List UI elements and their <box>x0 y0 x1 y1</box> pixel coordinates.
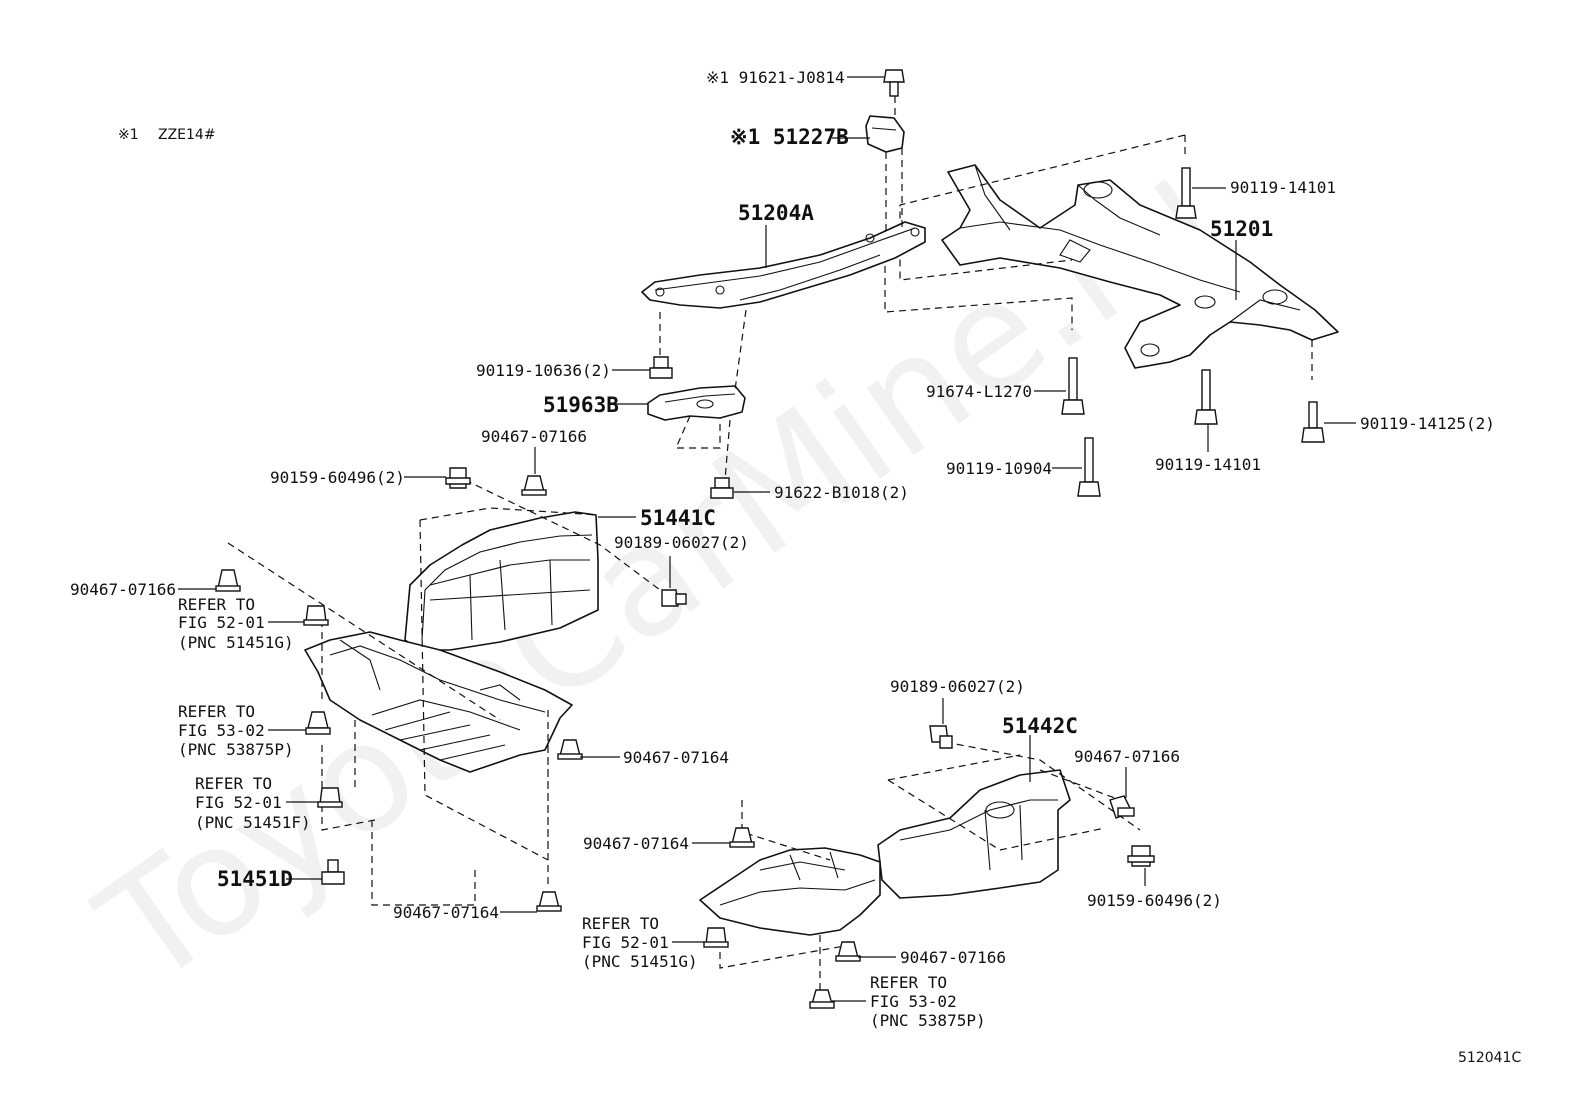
label-90467-07164-f: 90467-07164 <box>583 834 689 853</box>
refer-note-2-line1: REFER TO <box>178 702 255 721</box>
note-text: ZZE14# <box>158 127 216 143</box>
engine-under-cover-51441C[interactable] <box>404 511 599 651</box>
refer-note-2: REFER TO FIG 53-02 (PNC 53875P) <box>178 702 294 759</box>
bolt-90119-14101-top[interactable] <box>1175 167 1197 219</box>
bolt-51451D[interactable] <box>321 859 345 885</box>
refer-note-4: REFER TO FIG 52-01 (PNC 51451G) <box>582 914 698 971</box>
clip-90467-07166-a[interactable] <box>521 475 547 496</box>
label-51963B: 51963B <box>543 393 619 417</box>
refer-note-4-line2: FIG 52-01 <box>582 933 669 952</box>
label-90159-60496-a: 90159-60496(2) <box>270 468 405 487</box>
figure-code: 512041C <box>1458 1050 1521 1066</box>
clip-ref-51451G-left[interactable] <box>303 605 329 626</box>
label-90119-10904: 90119-10904 <box>946 459 1052 478</box>
clip-ref-53875P-right[interactable] <box>809 989 835 1009</box>
clip-90467-07166-g[interactable] <box>835 941 861 962</box>
refer-note-3-line2: FIG 52-01 <box>195 793 282 812</box>
label-90189-06027-b: 90189-06027(2) <box>890 677 1025 696</box>
label-51451D: 51451D <box>217 867 293 891</box>
label-90467-07166-e: 90467-07166 <box>1074 747 1180 766</box>
refer-note-3: REFER TO FIG 52-01 (PNC 51451F) <box>195 774 311 832</box>
engine-under-cover-right-front[interactable] <box>699 847 881 936</box>
grommet-90159-60496-a[interactable] <box>445 467 471 489</box>
label-90467-07164-a: 90467-07164 <box>623 748 729 767</box>
label-90119-14101-bottom: 90119-14101 <box>1155 455 1261 474</box>
bolt-90119-14125[interactable] <box>1301 401 1325 443</box>
refer-note-1: REFER TO FIG 52-01 (PNC 51451G) <box>178 595 294 652</box>
label-90189-06027-a: 90189-06027(2) <box>614 533 749 552</box>
label-51442C: 51442C <box>1002 714 1078 738</box>
refer-note-5-line3: (PNC 53875P) <box>870 1011 986 1030</box>
label-90159-60496-b: 90159-60496(2) <box>1087 891 1222 910</box>
bolt-91621-J0814[interactable] <box>883 69 905 97</box>
refer-note-2-line2: FIG 53-02 <box>178 721 265 740</box>
bolt-90119-14101-bottom[interactable] <box>1194 369 1218 425</box>
clip-90467-07164-a[interactable] <box>557 739 583 760</box>
refer-note-4-line3: (PNC 51451G) <box>582 952 698 971</box>
clip-ref-51451F[interactable] <box>317 787 343 808</box>
note-mark: ※1 <box>118 127 139 143</box>
clip-90467-07164-b[interactable] <box>536 891 562 912</box>
grommet-90159-60496-b[interactable] <box>1127 845 1155 867</box>
label-51441C: 51441C <box>640 506 716 530</box>
label-90119-10636: 90119-10636(2) <box>476 361 611 380</box>
screw-90189-06027-b[interactable] <box>929 725 953 749</box>
label-90467-07166-b: 90467-07166 <box>70 580 176 599</box>
label-90119-14125: 90119-14125(2) <box>1360 414 1495 433</box>
bolt-91674-L1270[interactable] <box>1061 357 1085 415</box>
clip-ref-51451G-right[interactable] <box>703 927 729 948</box>
refer-note-3-line1: REFER TO <box>195 774 272 793</box>
brace-51204A[interactable] <box>641 221 926 309</box>
label-90467-07164-b: 90467-07164 <box>393 903 499 922</box>
nut-91622-B1018[interactable] <box>710 477 734 499</box>
label-91621-J0814: ※1 91621-J0814 <box>706 68 845 87</box>
refer-note-3-line3: (PNC 51451F) <box>195 813 311 832</box>
label-90467-07166-g: 90467-07166 <box>900 948 1006 967</box>
label-90467-07166-a: 90467-07166 <box>481 427 587 446</box>
label-91674-L1270: 91674-L1270 <box>926 382 1032 401</box>
refer-note-5: REFER TO FIG 53-02 (PNC 53875P) <box>870 973 986 1030</box>
clip-90467-07164-f[interactable] <box>729 827 755 848</box>
bracket-51963B[interactable] <box>647 385 746 421</box>
label-90119-14101-top: 90119-14101 <box>1230 178 1336 197</box>
label-51201: 51201 <box>1210 217 1273 241</box>
engine-under-cover-51451D[interactable] <box>304 631 573 773</box>
clip-90467-07166-e[interactable] <box>1109 795 1135 819</box>
refer-note-2-line3: (PNC 53875P) <box>178 740 294 759</box>
refer-note-1-line1: REFER TO <box>178 595 255 614</box>
bolt-90119-10904[interactable] <box>1077 437 1101 497</box>
refer-note-4-line1: REFER TO <box>582 914 659 933</box>
label-51204A: 51204A <box>738 201 814 225</box>
refer-note-5-line1: REFER TO <box>870 973 947 992</box>
screw-90189-06027-a[interactable] <box>661 589 687 607</box>
label-91622-B1018: 91622-B1018(2) <box>774 483 909 502</box>
label-51227B: ※1 51227B <box>730 125 849 149</box>
clip-ref-53875P-left[interactable] <box>305 711 331 735</box>
crossmember-51201[interactable] <box>941 164 1339 369</box>
bracket-51227B[interactable] <box>865 115 905 153</box>
refer-note-1-line3: (PNC 51451G) <box>178 633 294 652</box>
refer-note-1-line2: FIG 52-01 <box>178 613 265 632</box>
bolt-90119-10636[interactable] <box>649 356 673 379</box>
clip-90467-07166-b[interactable] <box>215 569 241 592</box>
refer-note-5-line2: FIG 53-02 <box>870 992 957 1011</box>
